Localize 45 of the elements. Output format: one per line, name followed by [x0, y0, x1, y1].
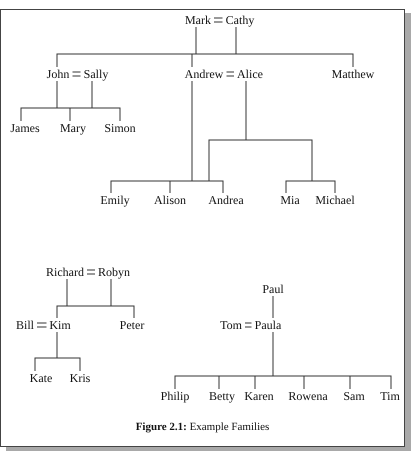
- person-name: Kate: [26, 371, 56, 385]
- person-name: Cathy: [222, 13, 258, 27]
- tree-connector: [272, 332, 392, 390]
- person-name: Mark: [182, 13, 214, 27]
- person-name: Tim: [377, 389, 403, 403]
- double-line-connector: [86, 270, 96, 274]
- double-line-connector: [226, 72, 234, 76]
- tree-connector: [92, 80, 120, 122]
- person-name: Peter: [116, 318, 148, 332]
- tree-connector: [236, 26, 354, 68]
- person-name: Michael: [312, 193, 358, 207]
- person-name: Bill: [13, 318, 37, 332]
- person-name: Paul: [259, 282, 287, 296]
- person-name: Andrea: [205, 193, 247, 207]
- person-name: Philip: [158, 389, 192, 403]
- person-name: Emily: [97, 193, 133, 207]
- person-name: Matthew: [328, 67, 378, 81]
- person-name: Richard: [43, 265, 87, 279]
- person-name: Mia: [277, 193, 303, 207]
- person-name: Kris: [66, 371, 94, 385]
- person-name: Betty: [206, 389, 238, 403]
- person-name: John: [44, 67, 72, 81]
- tree-connector: [110, 278, 134, 318]
- tree-connector: [56, 332, 80, 372]
- person-name: Alison: [151, 193, 189, 207]
- double-line-connector: [72, 72, 82, 76]
- person-name: Karen: [241, 389, 277, 403]
- figure-caption: Figure 2.1: Example Families: [136, 420, 270, 434]
- person-name: Robyn: [95, 265, 133, 279]
- double-line-connector: [214, 18, 224, 22]
- person-name: Sam: [340, 389, 368, 403]
- double-line-connector: [244, 322, 252, 328]
- person-name: Mary: [57, 121, 89, 135]
- person-name: Simon: [101, 121, 139, 135]
- person-name: Sally: [80, 67, 112, 81]
- tree-connector: [272, 296, 274, 318]
- person-name: Andrew: [182, 67, 226, 81]
- person-name: Alice: [234, 67, 266, 81]
- person-name: Tom: [217, 318, 245, 332]
- tree-connector: [246, 80, 336, 194]
- person-name: James: [7, 121, 43, 135]
- person-name: Paula: [252, 318, 284, 332]
- person-name: Rowena: [285, 389, 331, 403]
- person-name: Kim: [46, 318, 74, 332]
- double-line-connector: [36, 322, 47, 328]
